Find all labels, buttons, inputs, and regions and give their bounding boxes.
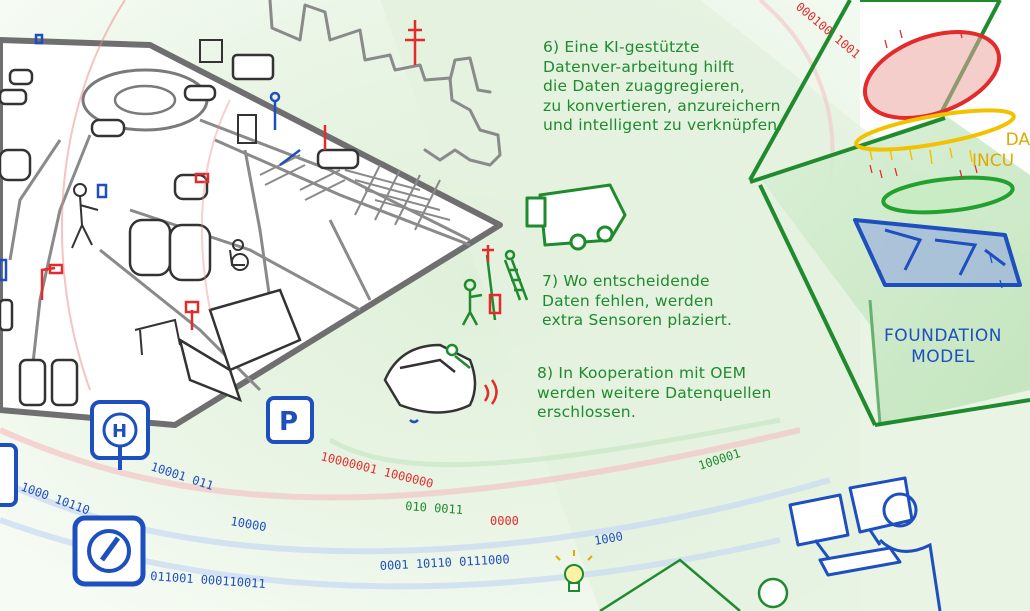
step6-text: 6) Eine KI-gestützte Datenver-arbeitung … (543, 38, 782, 136)
step7-line1: 7) Wo entscheidende (542, 272, 710, 290)
parking-letter: P (279, 407, 298, 437)
svg-text:1000: 1000 (593, 529, 624, 548)
city-vehicles (0, 53, 360, 407)
step8-text: 8) In Kooperation mit OEM werden weitere… (537, 364, 772, 423)
step7-line2: Daten fehlen, werden (542, 291, 714, 310)
step8-line1: 8) In Kooperation mit OEM (537, 364, 747, 382)
foundation-model-label: FOUNDATION MODEL (868, 326, 1018, 368)
lightbulb-icon (555, 550, 593, 592)
yellow-data-layer (854, 108, 1016, 165)
green-sensor-van (525, 183, 627, 251)
city-sensor-accents (0, 20, 425, 330)
edge-sign (0, 443, 18, 507)
green-person-bottom (599, 558, 789, 611)
analyst-workstation (788, 476, 914, 577)
parking-sign: P (266, 396, 314, 444)
green-binary: 010 0011 (405, 499, 464, 517)
city-details (71, 39, 257, 356)
city-map-sketch (0, 37, 503, 428)
fuel-sign (72, 515, 146, 587)
step7-text: 7) Wo entscheidende Daten fehlen, werden… (542, 272, 732, 331)
hospital-letter: H (112, 421, 127, 442)
step6-line2: Datenver-arbeitung hilft (543, 57, 735, 76)
partial-label-line2: INCU (972, 151, 1015, 171)
step8-line2: werden weitere Datenquellen (537, 383, 772, 402)
step8-line3: erschlossen. (537, 403, 636, 421)
foundation-label-line1: FOUNDATION (884, 326, 1002, 346)
blue-binary-2: 10000 (229, 514, 267, 534)
hospital-sign: H (90, 400, 150, 470)
blue-data-layer (853, 218, 1022, 287)
partial-incubator-label: DA (985, 130, 1030, 151)
oem-connected-car (383, 343, 498, 424)
step6-line3: die Daten zuaggregieren, (543, 77, 745, 95)
foundation-label-line2: MODEL (911, 347, 975, 367)
step6-line4: zu konvertieren, anzureichern (543, 96, 781, 115)
city-skyline-sketch (268, 0, 502, 167)
data-sparkles (869, 29, 1003, 289)
step7-line3: extra Sensoren plaziert. (542, 311, 733, 329)
step6-line1: 6) Eine KI-gestützte (543, 38, 700, 56)
step6-line5: und intelligent zu verknüpfen. (543, 116, 783, 134)
sensor-installers (461, 245, 529, 326)
partial-label-line1: DA (1005, 130, 1030, 150)
red-data-layer (862, 30, 1002, 120)
red-binary-2: 0000 (490, 514, 519, 528)
green-data-layer (881, 175, 1015, 215)
analyst-person (878, 492, 942, 611)
blue-binary-5: 0001 10110 0111000 (379, 552, 510, 573)
partial-incubator-label-2: INCU (972, 151, 1030, 172)
